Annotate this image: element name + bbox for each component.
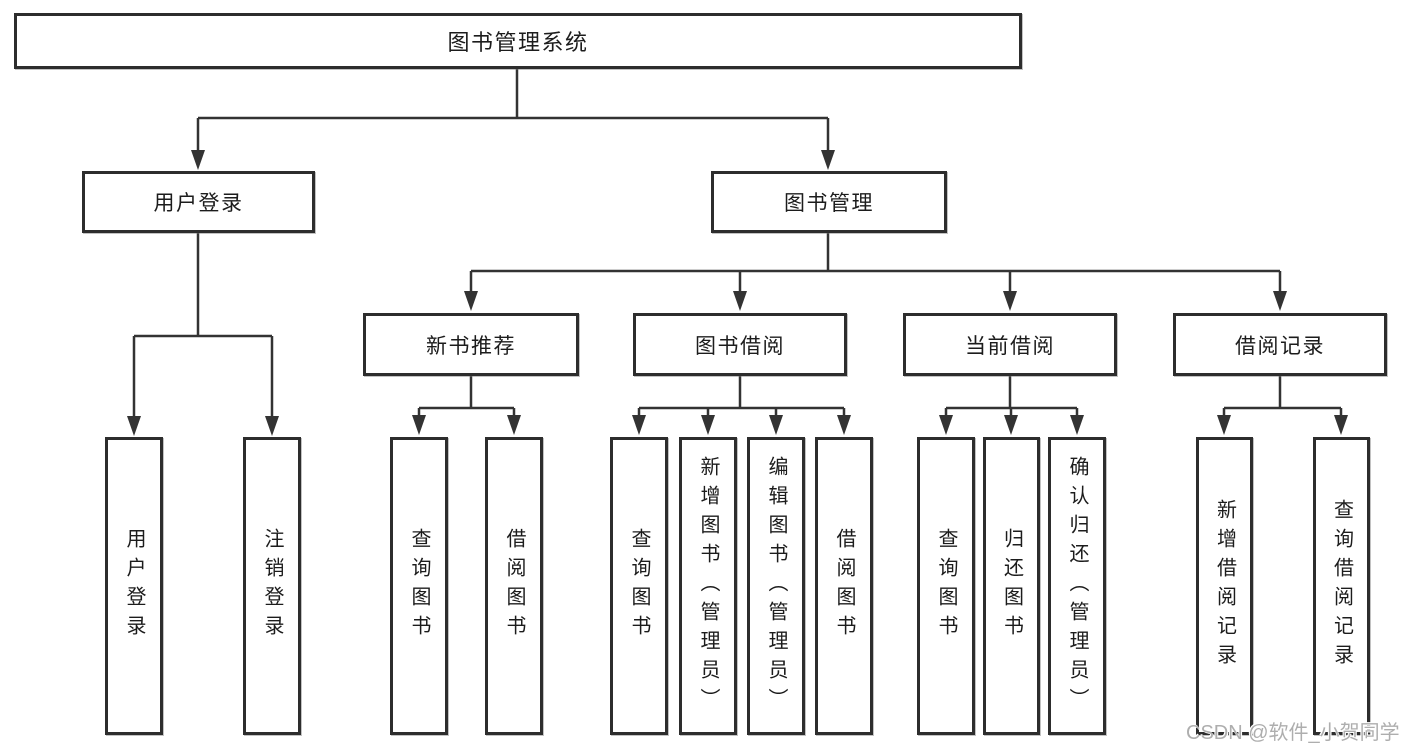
leaf-bb-borrow-books: 借阅图书 <box>815 437 873 735</box>
node-borrow-records: 借阅记录 <box>1173 313 1387 376</box>
leaf-rec-borrow-books: 借阅图书 <box>485 437 543 735</box>
leaf-cb-query-books: 查询图书 <box>917 437 975 735</box>
node-book-management-label: 图书管理 <box>784 192 874 215</box>
leaf-bb-add-books-admin-label: 新增图书（管理员） <box>697 455 719 717</box>
leaf-cb-query-books-label: 查询图书 <box>935 528 957 644</box>
leaf-br-query-record: 查询借阅记录 <box>1313 437 1370 735</box>
node-user-login-label: 用户登录 <box>153 192 244 215</box>
leaf-br-add-record: 新增借阅记录 <box>1196 437 1253 735</box>
node-new-book-recommend-label: 新书推荐 <box>426 334 516 358</box>
leaf-rec-query-books-label: 查询图书 <box>408 528 430 644</box>
leaf-logout-label: 注销登录 <box>261 528 283 644</box>
leaf-user-login-label: 用户登录 <box>123 528 145 644</box>
leaf-br-add-record-label: 新增借阅记录 <box>1213 499 1236 673</box>
node-book-management: 图书管理 <box>711 171 947 233</box>
node-current-borrow: 当前借阅 <box>903 313 1117 376</box>
leaf-cb-confirm-return-admin: 确认归还（管理员） <box>1048 437 1106 735</box>
leaf-rec-query-books: 查询图书 <box>390 437 448 735</box>
leaf-bb-edit-books-admin: 编辑图书（管理员） <box>747 437 805 735</box>
node-library-management-system: 图书管理系统 <box>14 13 1022 69</box>
leaf-logout: 注销登录 <box>243 437 301 735</box>
leaf-br-query-record-label: 查询借阅记录 <box>1330 499 1353 673</box>
leaf-cb-return-books-label: 归还图书 <box>1000 528 1023 644</box>
node-user-login: 用户登录 <box>82 171 315 233</box>
node-book-borrow: 图书借阅 <box>633 313 847 376</box>
leaf-rec-borrow-books-label: 借阅图书 <box>503 528 525 644</box>
node-book-borrow-label: 图书借阅 <box>695 334 785 358</box>
leaf-bb-query-books: 查询图书 <box>610 437 668 735</box>
node-new-book-recommend: 新书推荐 <box>363 313 579 376</box>
node-borrow-records-label: 借阅记录 <box>1235 334 1325 358</box>
arrowheads <box>127 150 1348 436</box>
leaf-cb-confirm-return-admin-label: 确认归还（管理员） <box>1066 455 1088 717</box>
leaf-user-login: 用户登录 <box>105 437 163 735</box>
leaf-cb-return-books: 归还图书 <box>983 437 1040 735</box>
node-library-management-system-label: 图书管理系统 <box>447 30 589 55</box>
csdn-watermark: CSDN @软件_小贺同学 <box>1186 722 1400 744</box>
node-current-borrow-label: 当前借阅 <box>965 334 1055 358</box>
leaf-bb-query-books-label: 查询图书 <box>628 528 650 644</box>
leaf-bb-edit-books-admin-label: 编辑图书（管理员） <box>765 455 787 717</box>
leaf-bb-borrow-books-label: 借阅图书 <box>833 528 855 644</box>
leaf-bb-add-books-admin: 新增图书（管理员） <box>679 437 737 735</box>
